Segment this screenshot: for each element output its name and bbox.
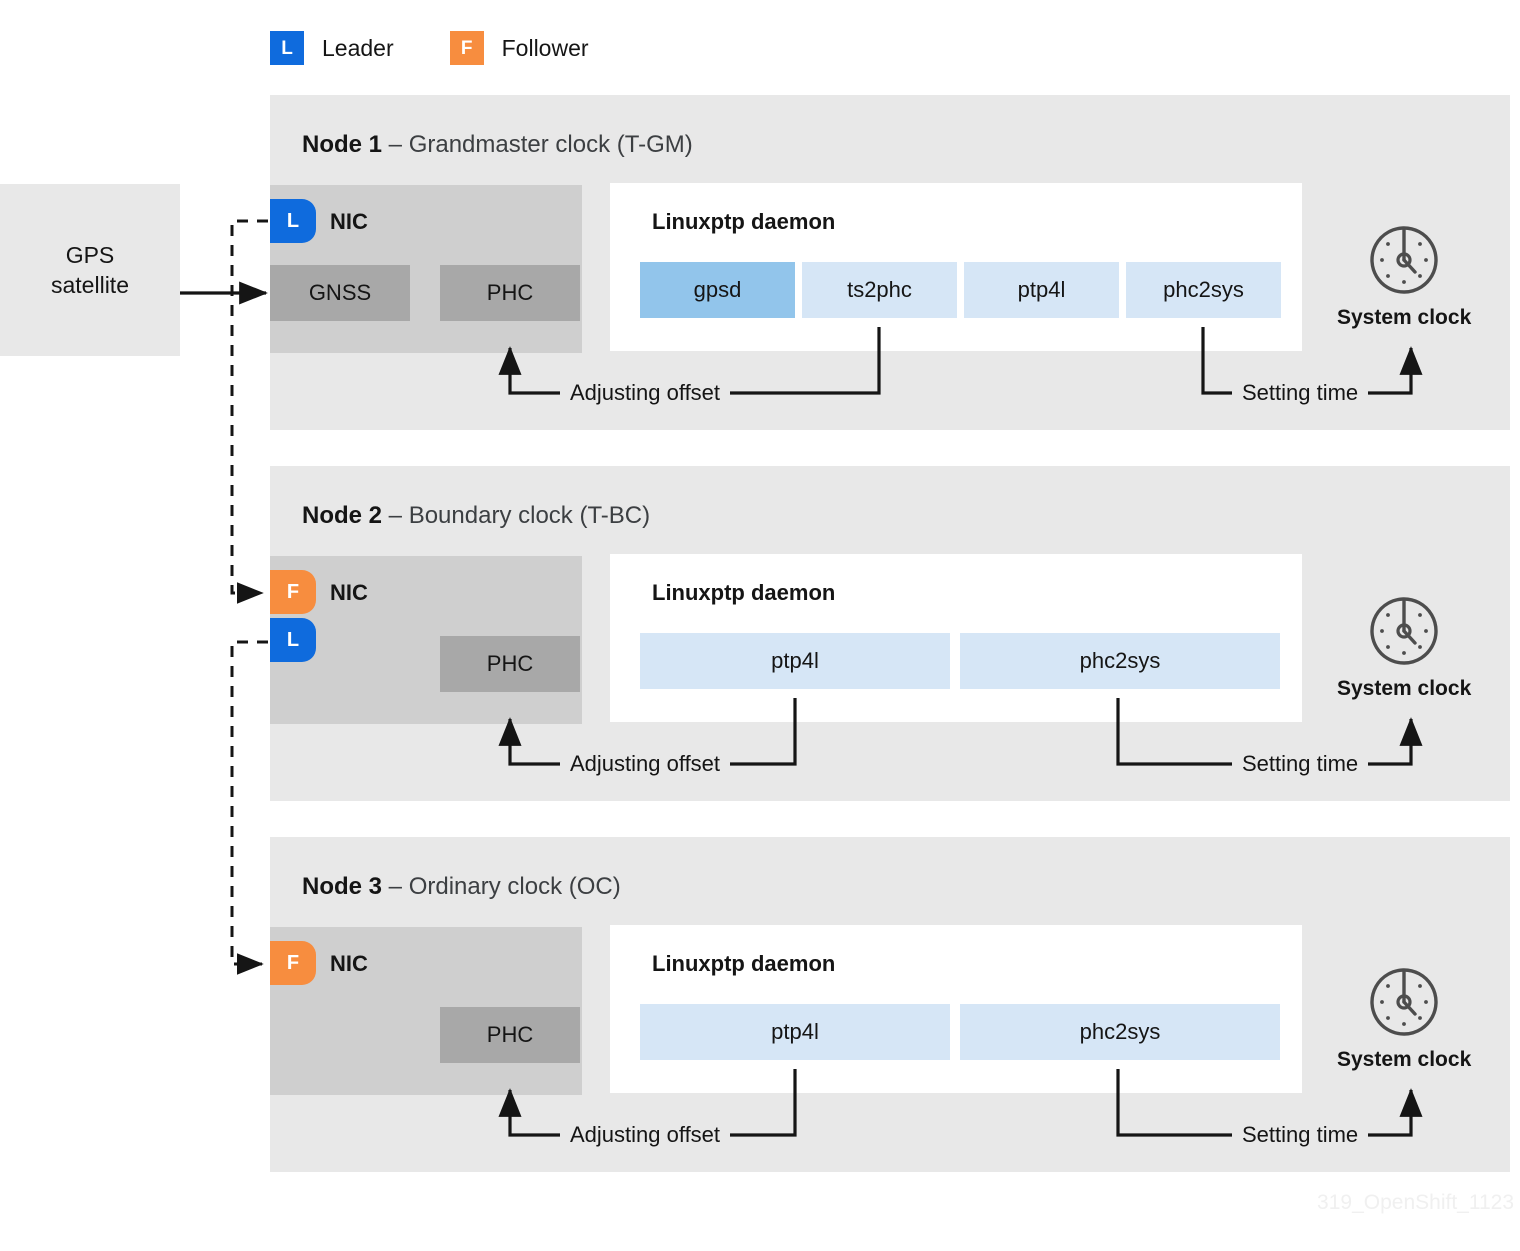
node-2-process-ptp4l: ptp4l <box>640 633 950 689</box>
node-3-daemon-title: Linuxptp daemon <box>652 951 836 976</box>
wire-node1-leader-to-node2-follower <box>230 219 268 604</box>
node-1-nic-block: L NIC GNSS PHC <box>270 185 582 353</box>
node-1-title-rest: – Grandmaster clock (T-GM) <box>382 131 693 158</box>
node-2-title-rest: – Boundary clock (T-BC) <box>382 502 651 529</box>
gps-label-line2: satellite <box>51 272 129 298</box>
node-1-system-clock-label: System clock <box>1337 306 1472 329</box>
node-3-container: Node 3 – Ordinary clock (OC) F NIC PHC L… <box>270 837 1510 1172</box>
node-2-follower-badge: F <box>270 570 316 614</box>
node-2-phc-box: PHC <box>440 636 580 692</box>
node-2-system-clock: System clock <box>1337 591 1471 701</box>
node-1-leader-badge: L <box>270 199 316 243</box>
node-1-adjusting-offset-label: Adjusting offset <box>560 380 731 406</box>
legend-label-follower: Follower <box>501 34 589 61</box>
node-1-process-ts2phc: ts2phc <box>802 262 957 318</box>
node-2-daemon-panel: Linuxptp daemon ptp4l phc2sys <box>610 554 1302 722</box>
node-2-nic-block: F L NIC PHC <box>270 556 582 724</box>
node-3-nic-block: F NIC PHC <box>270 927 582 1095</box>
node-1-process-gpsd: gpsd <box>640 262 795 318</box>
gps-satellite-box: GPS satellite <box>0 184 180 356</box>
node-1-nic-label: NIC <box>330 209 368 234</box>
node-1-gnss-box: GNSS <box>270 265 410 321</box>
node-3-nic-label: NIC <box>330 951 368 976</box>
node-2-adjusting-offset-label: Adjusting offset <box>560 751 731 777</box>
node-2-title: Node 2 – Boundary clock (T-BC) <box>302 502 650 530</box>
node-1-title-bold: Node 1 <box>302 131 383 158</box>
node-1-daemon-title: Linuxptp daemon <box>652 209 836 234</box>
node-3-process-ptp4l: ptp4l <box>640 1004 950 1060</box>
legend-item-leader: L Leader <box>270 31 394 65</box>
node-1-process-ptp4l: ptp4l <box>964 262 1119 318</box>
gps-label-line1: GPS <box>65 241 115 268</box>
node-3-setting-time-label: Setting time <box>1232 1122 1369 1148</box>
node-3-title: Node 3 – Ordinary clock (OC) <box>302 873 621 901</box>
legend-item-follower: F Follower <box>449 31 589 65</box>
clock-icon <box>1370 968 1438 1036</box>
node-1-title: Node 1 – Grandmaster clock (T-GM) <box>302 131 693 159</box>
watermark: 319_OpenShift_1123 <box>1317 1191 1514 1214</box>
node-3-process-phc2sys: phc2sys <box>960 1004 1280 1060</box>
legend-label-leader: Leader <box>322 34 394 61</box>
wire-node2-leader-to-node3-follower <box>230 640 268 975</box>
node-1-process-phc2sys: phc2sys <box>1126 262 1281 318</box>
node-2-setting-time-label: Setting time <box>1232 751 1369 777</box>
node-3-title-rest: – Ordinary clock (OC) <box>382 873 621 900</box>
leader-badge-icon: L <box>270 31 304 65</box>
node-1-setting-time-label: Setting time <box>1232 380 1369 406</box>
node-1-container: Node 1 – Grandmaster clock (T-GM) L NIC … <box>270 95 1510 430</box>
node-3-adjusting-offset-label: Adjusting offset <box>560 1122 731 1148</box>
node-2-process-phc2sys: phc2sys <box>960 633 1280 689</box>
node-1-daemon-panel: Linuxptp daemon gpsd ts2phc ptp4l phc2sy… <box>610 183 1302 351</box>
node-3-system-clock: System clock <box>1337 962 1471 1072</box>
clock-icon <box>1370 226 1438 294</box>
node-2-system-clock-label: System clock <box>1337 677 1472 700</box>
node-3-system-clock-label: System clock <box>1337 1048 1472 1071</box>
node-2-title-bold: Node 2 <box>302 502 383 529</box>
node-3-follower-badge: F <box>270 941 316 985</box>
follower-badge-icon: F <box>449 31 484 65</box>
node-3-title-bold: Node 3 <box>302 873 383 900</box>
node-1-system-clock: System clock <box>1337 220 1471 330</box>
node-2-nic-label: NIC <box>330 580 368 605</box>
node-2-daemon-title: Linuxptp daemon <box>652 580 836 605</box>
node-2-leader-badge: L <box>270 618 316 662</box>
node-1-phc-box: PHC <box>440 265 580 321</box>
clock-icon <box>1370 597 1438 665</box>
legend: L Leader F Follower <box>270 31 589 65</box>
node-3-phc-box: PHC <box>440 1007 580 1063</box>
node-3-daemon-panel: Linuxptp daemon ptp4l phc2sys <box>610 925 1302 1093</box>
